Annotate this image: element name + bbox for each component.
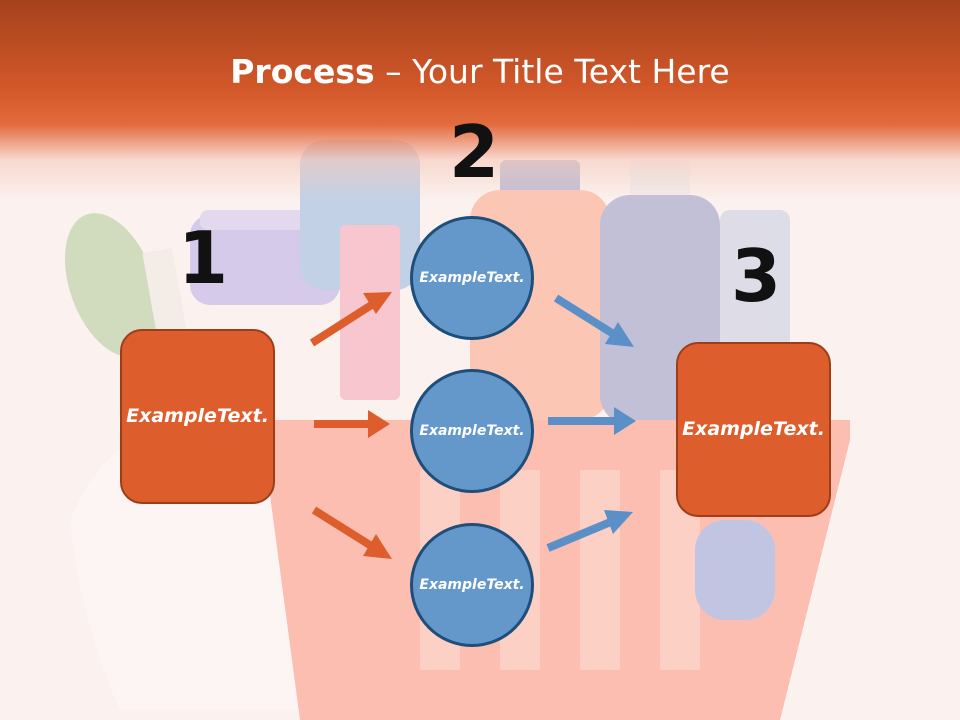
step-number-1: 1: [178, 216, 229, 300]
header-band: [0, 0, 960, 200]
step-number-3: 3: [731, 234, 782, 318]
arrow-left-to-circle-3: [311, 506, 392, 559]
step-number-2: 2: [449, 110, 500, 194]
arrow-circle-2-to-right: [548, 407, 636, 435]
arrow-circle-3-to-right: [546, 510, 633, 552]
arrow-left-to-circle-2: [314, 410, 390, 438]
arrow-left-to-circle-1: [309, 292, 392, 347]
slide-title: Process – Your Title Text Here: [0, 52, 960, 91]
arrow-circle-1-to-right: [553, 294, 634, 347]
title-bold: Process: [230, 52, 375, 91]
title-rest: – Your Title Text Here: [374, 52, 730, 91]
